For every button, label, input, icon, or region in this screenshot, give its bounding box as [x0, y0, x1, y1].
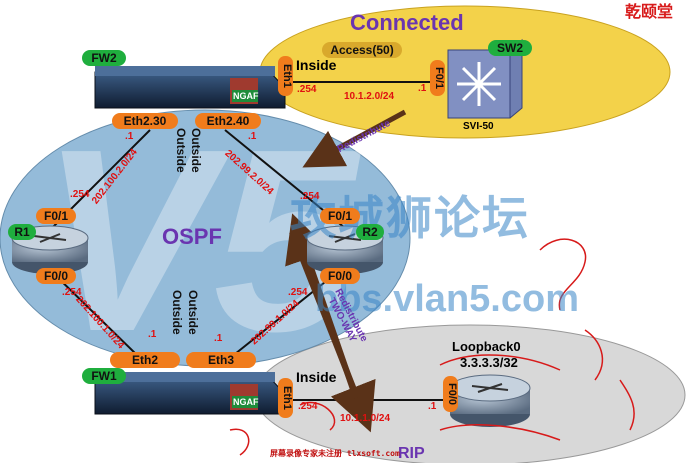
fw2-sw2-fw-end: .254 [297, 84, 317, 95]
fw2-eth1-label: Eth1 [278, 56, 293, 96]
fw1-tag: FW1 [82, 368, 126, 384]
fw2-r1-r-end: .254 [70, 189, 90, 200]
r1-f00-label: F0/0 [36, 268, 76, 284]
ospf-area-label: OSPF [162, 224, 222, 249]
r3-router [449, 374, 531, 427]
fw1-inside-label: Inside [296, 369, 337, 385]
corner-title: 乾颐堂 [625, 2, 674, 21]
r3-loopback-ip: 3.3.3.3/32 [460, 355, 518, 370]
r1-fw1-fw-end: .1 [148, 329, 157, 340]
r1-fw1-r-end: .254 [62, 287, 82, 298]
fw2-eth230-label: Eth2.30 [112, 113, 178, 129]
redistribute-arrow [302, 109, 407, 168]
sw2-switch [447, 38, 523, 119]
link-r2-fw1 [229, 269, 341, 359]
fw1-r3-r-end: .1 [428, 401, 437, 412]
fw1-r3-fw-end: .254 [298, 401, 318, 412]
sw2-svi-label: SVI-50 [463, 121, 494, 132]
link-r1-fw1 [49, 269, 141, 359]
watermark-url: bbs.vlan5.com [315, 278, 579, 320]
r1-f01-label: F0/1 [36, 208, 76, 224]
fw2-r1-fw-end: .1 [125, 131, 134, 142]
fw2-inside-label: Inside [296, 57, 337, 73]
footer-text: 屏幕录像专家未注册 tlxsoft.com [270, 449, 400, 458]
r2-tag: R2 [356, 224, 384, 240]
r2-fw1-fw-end: .1 [214, 333, 223, 344]
r3-loopback-name: Loopback0 [452, 339, 521, 354]
fw1-r3-subnet: 10.1.1.0/24 [340, 413, 391, 424]
fw1-eth2-label: Eth2 [110, 352, 180, 368]
fw2-sw2-subnet: 10.1.2.0/24 [344, 91, 395, 102]
fw2-ngaf-badge: NGAF [233, 91, 259, 101]
fw2-outside-label-b: Outside [189, 128, 203, 173]
fw1-outside-label-a: Outside [170, 290, 184, 335]
fw1-eth1-label: Eth1 [278, 378, 293, 418]
r2-f01-label: F0/1 [320, 208, 360, 224]
r1-tag: R1 [8, 224, 36, 240]
handwritten-annotations [229, 238, 635, 456]
sw2-f01-label: F0/1 [430, 60, 445, 96]
fw1-outside-label-b: Outside [186, 290, 200, 335]
fw2-device [94, 66, 286, 109]
fw2-outside-label-a: Outside [174, 128, 188, 173]
r2-f00-label: F0/0 [320, 268, 360, 284]
fw2-r2-fw-end: .1 [248, 131, 257, 142]
fw2-eth240-label: Eth2.40 [195, 113, 261, 129]
rip-area-label: RIP [398, 445, 425, 462]
fw2-r2-r-end: .254 [300, 191, 320, 202]
sw2-tag: SW2 [488, 40, 532, 56]
r3-f00-label: F0/0 [443, 376, 458, 412]
sw2-vlan-label: Access(50) [322, 42, 402, 58]
fw1-ngaf-badge: NGAF [233, 397, 259, 407]
fw2-sw2-sw-end: .1 [418, 83, 427, 94]
connected-area-label: Connected [350, 10, 464, 35]
fw2-tag: FW2 [82, 50, 126, 66]
fw1-eth3-label: Eth3 [186, 352, 256, 368]
r2-fw1-r-end: .254 [288, 287, 308, 298]
